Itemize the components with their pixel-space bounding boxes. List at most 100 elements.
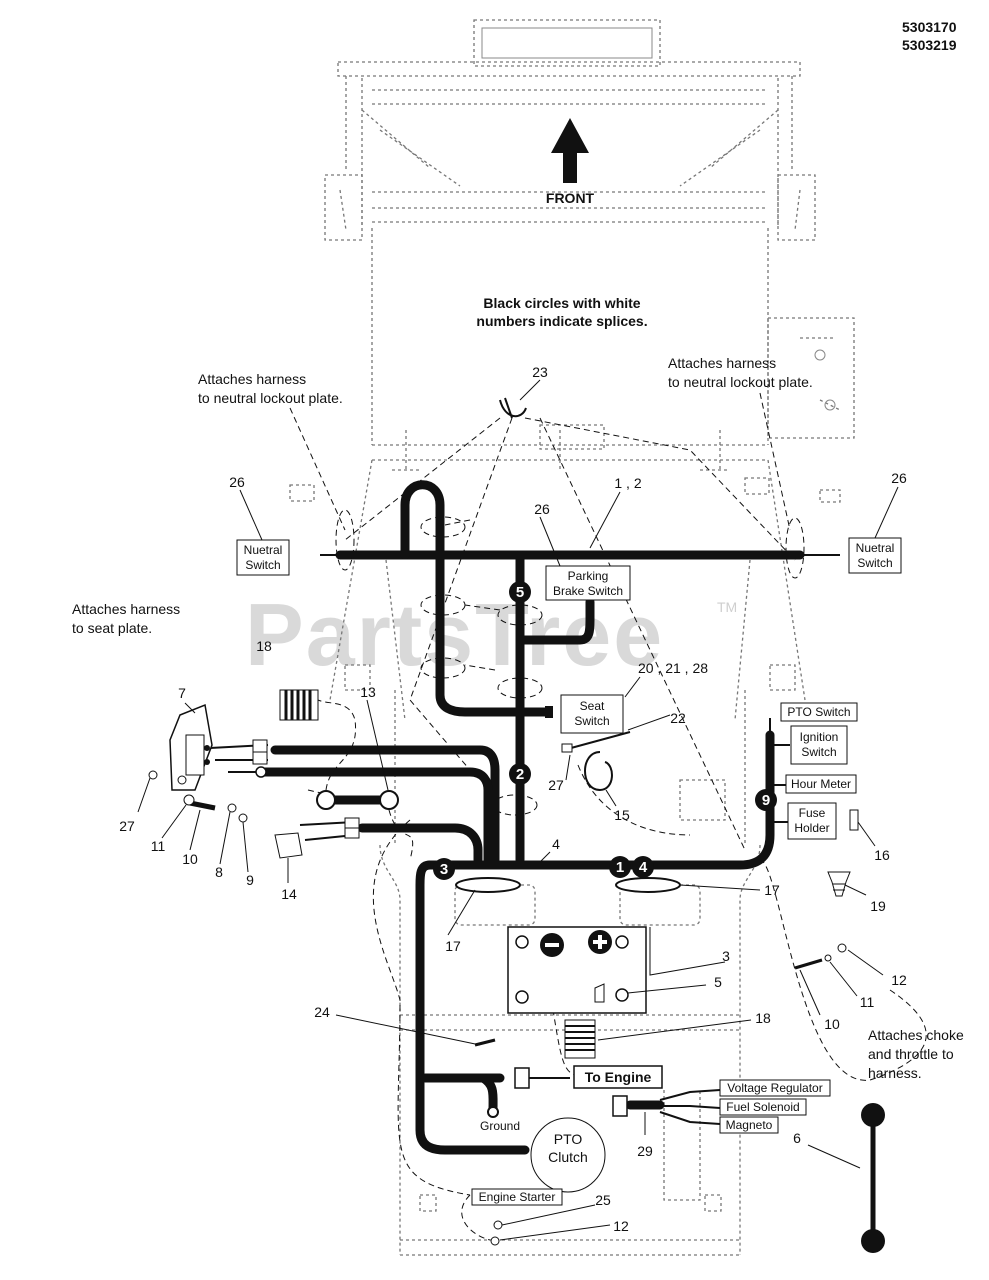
callout-14: 14 xyxy=(281,886,297,902)
svg-text:Voltage Regulator: Voltage Regulator xyxy=(727,1081,822,1095)
svg-text:Fuse: Fuse xyxy=(799,806,826,820)
note-neutral-right-1: Attaches harness xyxy=(668,355,776,371)
note-choke-3: harness. xyxy=(868,1065,922,1081)
svg-text:Fuel Solenoid: Fuel Solenoid xyxy=(726,1100,799,1114)
svg-text:PTO Switch: PTO Switch xyxy=(787,705,850,719)
svg-text:4: 4 xyxy=(639,859,648,876)
callout-19: 19 xyxy=(870,898,886,914)
svg-text:Switch: Switch xyxy=(574,714,609,728)
fuel-solenoid: Fuel Solenoid xyxy=(719,1098,807,1116)
note-choke-2: and throttle to xyxy=(868,1046,954,1062)
starter-solenoid-icon xyxy=(169,703,213,791)
svg-text:Seat: Seat xyxy=(580,699,605,713)
callout-16: 16 xyxy=(874,847,890,863)
callout-17-left: 17 xyxy=(445,938,461,954)
svg-text:Hour Meter: Hour Meter xyxy=(791,777,851,791)
callout-26-left: 26 xyxy=(229,474,245,490)
callout-5: 5 xyxy=(714,974,722,990)
callout-8: 8 xyxy=(215,864,223,880)
part-number-2: 5303219 xyxy=(902,37,957,53)
callout-6: 6 xyxy=(793,1130,801,1146)
ground-label: Ground xyxy=(480,1119,520,1133)
svg-text:1: 1 xyxy=(616,859,624,876)
callout-3: 3 xyxy=(722,948,730,964)
svg-text:5: 5 xyxy=(516,584,524,601)
callout-13: 13 xyxy=(360,684,376,700)
hardware-small-parts xyxy=(148,731,859,1246)
hour-meter: Hour Meter xyxy=(785,774,857,794)
svg-text:Switch: Switch xyxy=(857,556,892,570)
splice-1: 1 xyxy=(609,856,631,878)
callout-leaders xyxy=(137,379,899,1241)
svg-text:Switch: Switch xyxy=(801,745,836,759)
callout-17-right: 17 xyxy=(764,882,780,898)
callout-10-left: 10 xyxy=(182,851,198,867)
note-neutral-right-2: to neutral lockout plate. xyxy=(668,374,813,390)
callout-7: 7 xyxy=(178,685,186,701)
note-seat-plate-1: Attaches harness xyxy=(72,601,180,617)
connectors-left xyxy=(252,699,414,861)
magneto: Magneto xyxy=(719,1116,779,1134)
battery-positive-icon xyxy=(588,930,612,954)
callout-20-21-28: 20 , 21 , 28 xyxy=(638,660,708,676)
pto-clutch xyxy=(530,1117,606,1193)
svg-text:Brake Switch: Brake Switch xyxy=(553,584,623,598)
pto-clutch-label-1: PTO xyxy=(554,1131,583,1147)
callout-23: 23 xyxy=(532,364,548,380)
callout-26-right: 26 xyxy=(891,470,907,486)
svg-text:Nuetral: Nuetral xyxy=(856,541,895,555)
svg-text:3: 3 xyxy=(440,861,448,878)
battery xyxy=(507,926,647,1014)
fuse-block-icon xyxy=(279,689,596,1059)
svg-text:To Engine: To Engine xyxy=(585,1069,652,1085)
splice-4: 4 xyxy=(632,856,654,878)
svg-text:Engine Starter: Engine Starter xyxy=(479,1190,556,1204)
callout-18-bottom: 18 xyxy=(755,1010,771,1026)
callout-11-left: 11 xyxy=(151,838,166,854)
callout-25: 25 xyxy=(595,1192,611,1208)
callout-22: 22 xyxy=(670,710,686,726)
splice-3: 3 xyxy=(433,858,455,880)
note-seat-plate-2: to seat plate. xyxy=(72,620,152,636)
callout-4: 4 xyxy=(552,836,560,852)
callout-24: 24 xyxy=(314,1004,330,1020)
mower-frame xyxy=(289,19,855,1256)
callout-27-mid: 27 xyxy=(548,777,564,793)
part-number-1: 5303170 xyxy=(902,19,957,35)
neutral-switch-left: Nuetral Switch xyxy=(236,539,290,576)
grommets xyxy=(455,877,681,893)
main-harness xyxy=(209,480,840,1155)
callout-15: 15 xyxy=(614,807,630,823)
svg-text:Magneto: Magneto xyxy=(726,1118,773,1132)
voltage-regulator: Voltage Regulator xyxy=(719,1079,831,1097)
clip-icon xyxy=(499,397,527,419)
harness-tool-icon xyxy=(861,1103,885,1253)
neutral-switch-right: Nuetral Switch xyxy=(848,537,902,574)
to-engine-connector: To Engine xyxy=(573,1065,663,1089)
callout-10-right: 10 xyxy=(824,1016,840,1032)
callout-29: 29 xyxy=(637,1143,653,1159)
callout-27-left: 27 xyxy=(119,818,135,834)
front-label: FRONT xyxy=(546,190,595,206)
svg-text:Switch: Switch xyxy=(245,558,280,572)
callout-1-2: 1 , 2 xyxy=(614,475,641,491)
fuse-holder: Fuse Holder xyxy=(787,802,837,840)
pto-switch: PTO Switch xyxy=(780,702,858,722)
callout-18-top: 18 xyxy=(256,638,272,654)
pto-clutch-label-2: Clutch xyxy=(548,1149,588,1165)
splice-note-line-2: numbers indicate splices. xyxy=(476,313,647,329)
callout-9: 9 xyxy=(246,872,254,888)
callout-12-bottom: 12 xyxy=(613,1218,629,1234)
callout-11-right: 11 xyxy=(860,994,875,1010)
callout-numbers: 23 26 1 , 2 26 26 18 7 13 20 , 21 , 28 2… xyxy=(119,364,907,1234)
note-neutral-left-2: to neutral lockout plate. xyxy=(198,390,343,406)
splice-9: 9 xyxy=(755,789,777,811)
seat-switch: Seat Switch xyxy=(560,694,624,734)
svg-text:9: 9 xyxy=(762,792,770,809)
svg-text:Ignition: Ignition xyxy=(800,730,839,744)
callout-12-right: 12 xyxy=(891,972,907,988)
parking-brake-switch: Parking Brake Switch xyxy=(545,565,631,601)
front-arrow-icon xyxy=(551,118,589,183)
ignition-switch: Ignition Switch xyxy=(790,725,848,765)
